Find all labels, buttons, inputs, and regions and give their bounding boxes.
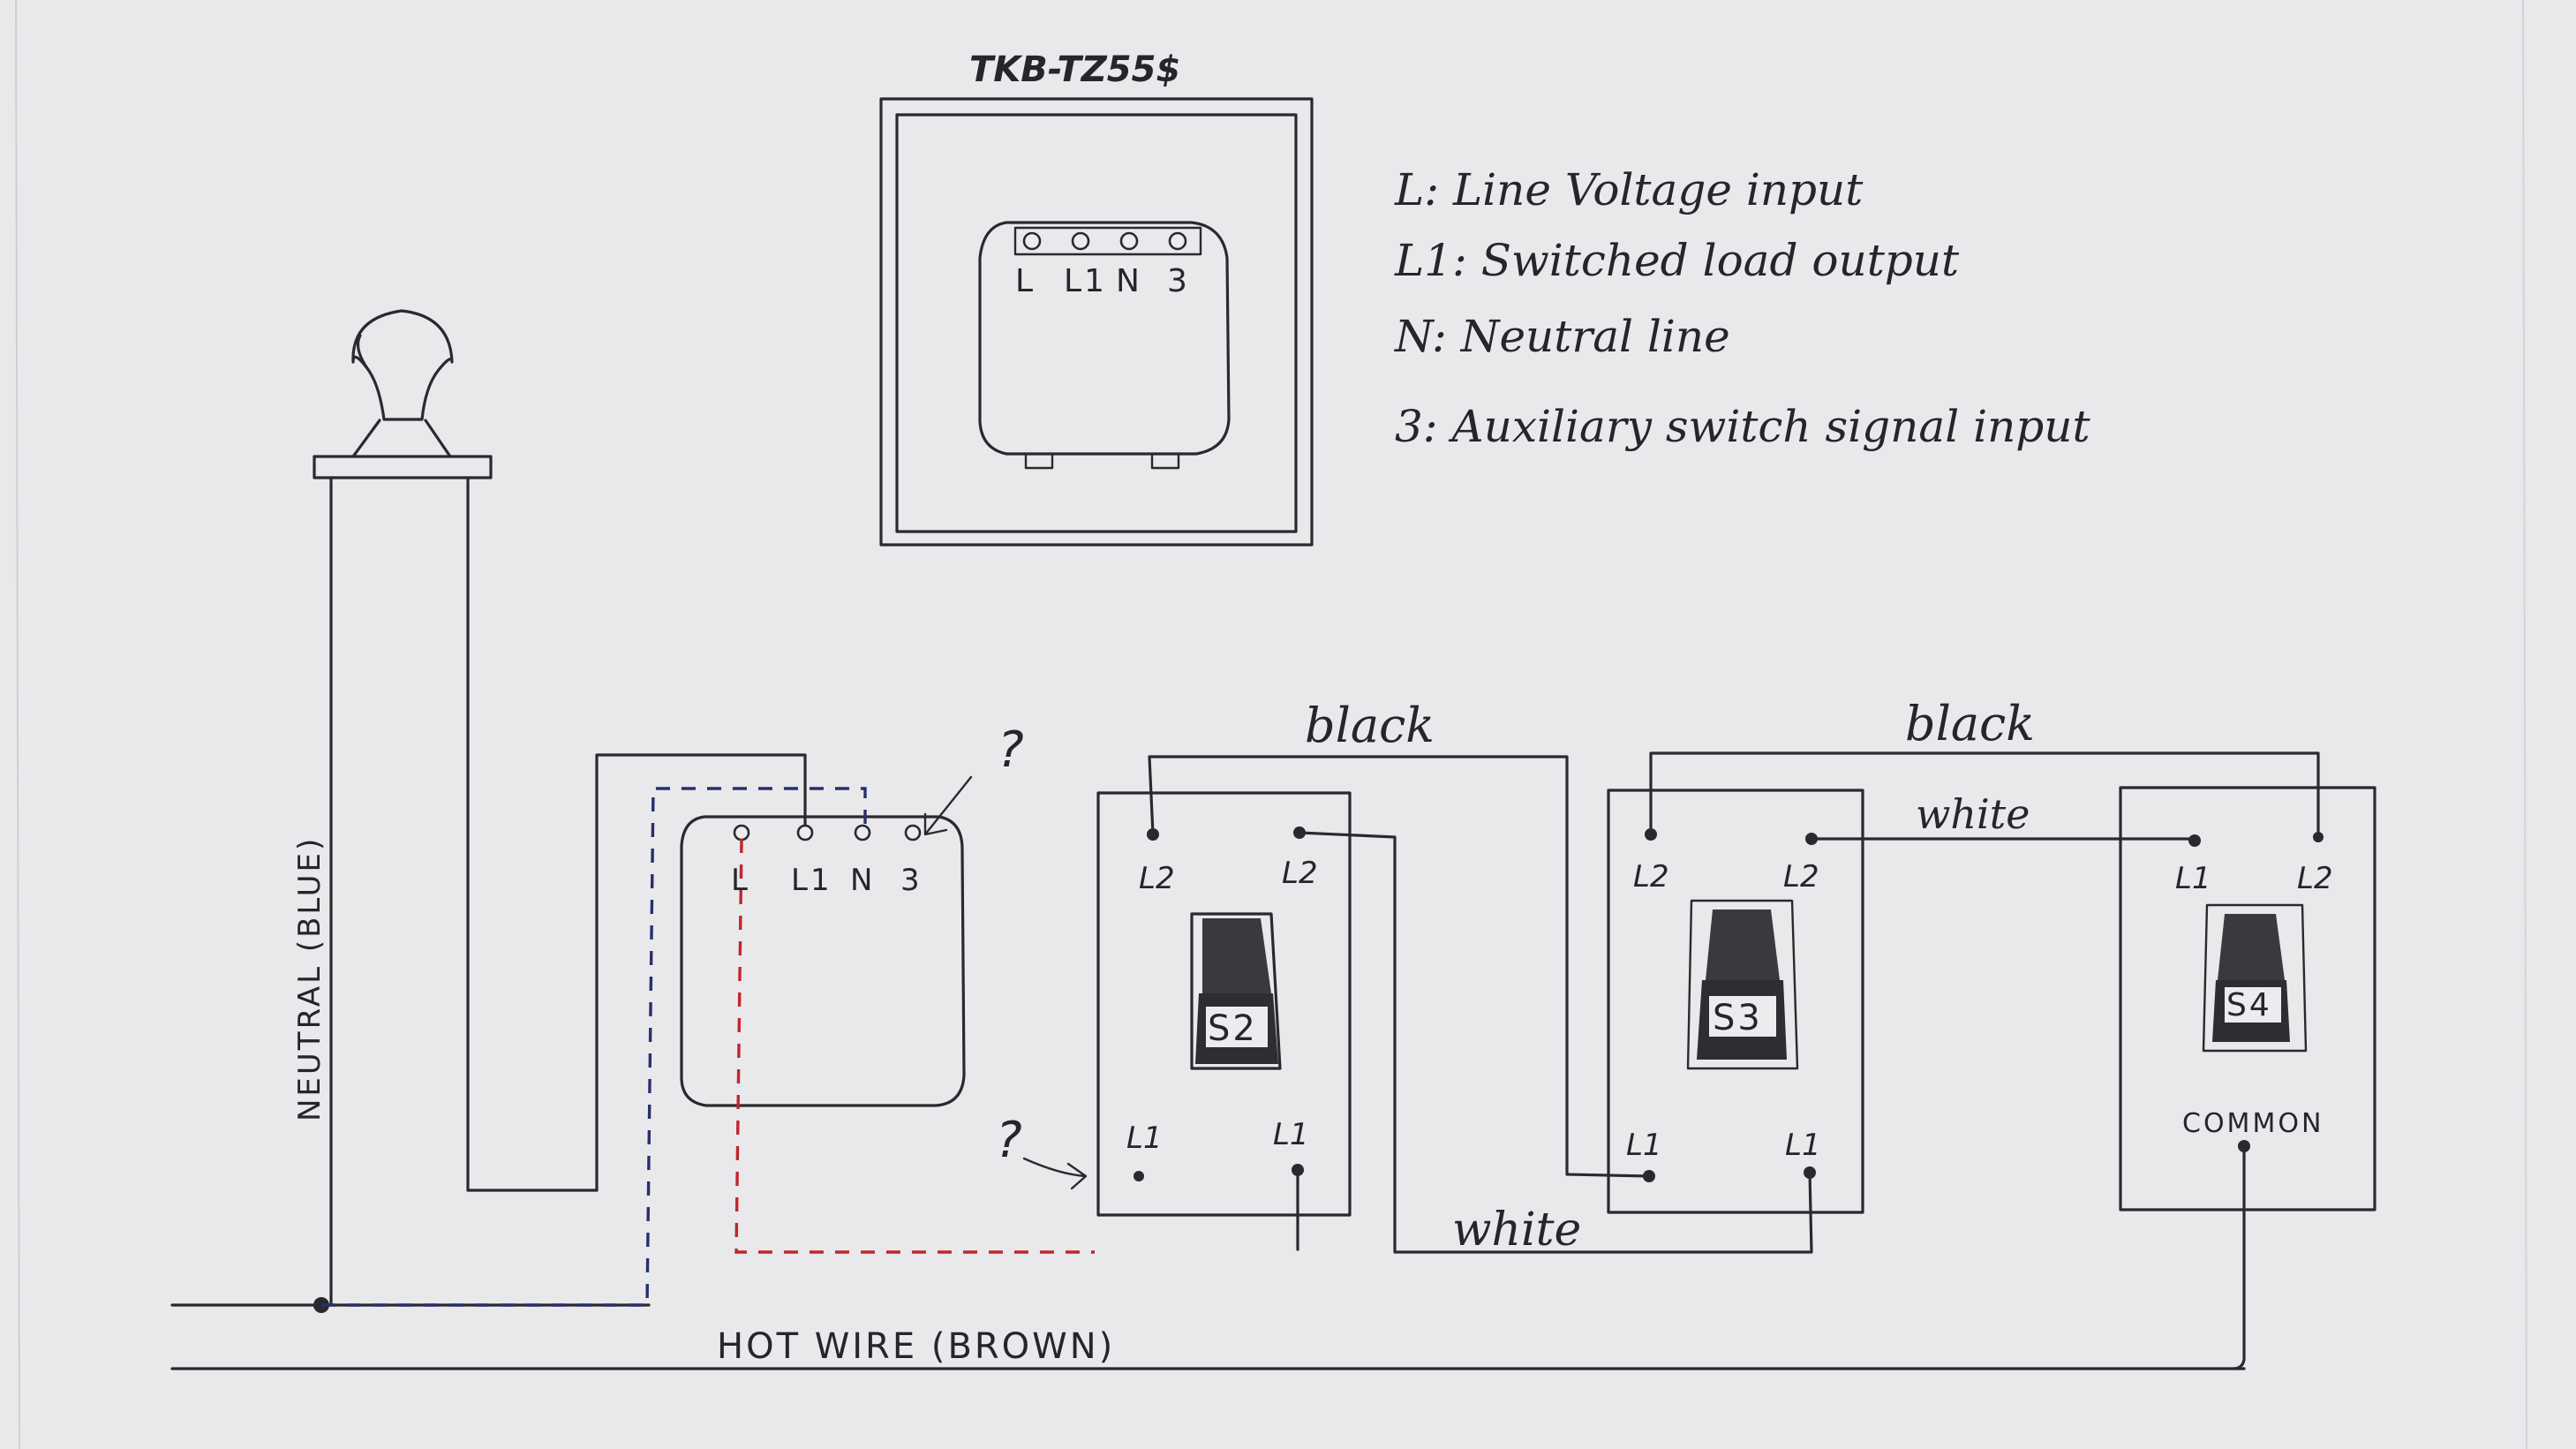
hot-dashed-link — [734, 838, 1095, 1254]
s3-top-left-terminal: L2 — [1633, 859, 1669, 894]
installed-terminal-3: 3 — [900, 863, 923, 898]
s2-top-left-terminal: L2 — [1139, 861, 1175, 896]
switch-s2-label: S2 — [1208, 1008, 1258, 1049]
question-mark-bottom: ? — [996, 1112, 1022, 1169]
s3-bottom-right-terminal: L1 — [1785, 1128, 1821, 1163]
s4-top-right-terminal: L2 — [2297, 861, 2333, 896]
neutral-wire-label: NEUTRAL (BLUE) — [292, 836, 328, 1121]
module-reference-drawing: TKB-TZ55$ L L1 N 3 — [879, 49, 1314, 547]
wire-black-s3-s4 — [1649, 751, 2320, 839]
hot-wire-label: HOT WIRE (BROWN) — [717, 1326, 1115, 1367]
legend-line-2: L1: Switched load output — [1394, 235, 1960, 286]
s2-bottom-right-terminal: L1 — [1273, 1117, 1309, 1152]
s4-top-left-terminal: L1 — [2175, 861, 2211, 896]
installed-terminal-l1: L1 — [791, 863, 832, 898]
module-terminal-l: L — [1015, 263, 1036, 299]
wire-s4-common-hot — [2232, 1144, 2246, 1370]
module-terminal-l1: L1 — [1064, 263, 1107, 299]
s2-top-right-terminal: L2 — [1282, 856, 1318, 891]
switch-s4: S4 L1 L2 COMMON — [2119, 786, 2376, 1211]
module-terminal-n: N — [1116, 263, 1142, 299]
s2-bottom-left-terminal: L1 — [1126, 1121, 1163, 1156]
light-bulb-icon — [313, 309, 599, 1307]
wire-white-2-label: white — [1916, 790, 2030, 838]
wire-white-s2-s3 — [1298, 831, 1813, 1254]
wire-white-1-label: white — [1452, 1204, 1581, 1257]
switch-s3: S3 L2 L2 L1 L1 — [1607, 789, 1864, 1214]
wire-black-2-label: black — [1905, 696, 2035, 751]
wire-black-s2-s3 — [1148, 755, 1651, 1178]
switch-s2: S2 L2 L2 L1 L1 — [1096, 791, 1352, 1217]
module-title: TKB-TZ55$ — [969, 49, 1180, 90]
legend-line-1: L: Line Voltage input — [1394, 164, 1864, 215]
terminal-legend: L: Line Voltage input L1: Switched load … — [1394, 164, 2090, 452]
legend-line-3: N: Neutral line — [1394, 311, 1730, 362]
s4-common-terminal: COMMON — [2182, 1108, 2324, 1139]
switch-s3-label: S3 — [1713, 998, 1763, 1038]
legend-line-4: 3: Auxiliary switch signal input — [1395, 401, 2090, 452]
s3-top-right-terminal: L2 — [1783, 859, 1819, 894]
question-arrow-top — [923, 775, 973, 836]
question-arrow-bottom — [1022, 1157, 1088, 1190]
question-mark-top: ? — [998, 721, 1024, 779]
installed-terminal-l: L — [731, 863, 750, 898]
neutral-dashed-link — [321, 787, 867, 1307]
s3-bottom-left-terminal: L1 — [1626, 1128, 1662, 1163]
installed-terminal-n: N — [850, 863, 875, 898]
module-terminal-3: 3 — [1167, 263, 1190, 299]
installed-module: L L1 N 3 — [595, 753, 966, 1192]
switch-s4-label: S4 — [2226, 987, 2272, 1023]
wire-black-1-label: black — [1305, 698, 1435, 753]
